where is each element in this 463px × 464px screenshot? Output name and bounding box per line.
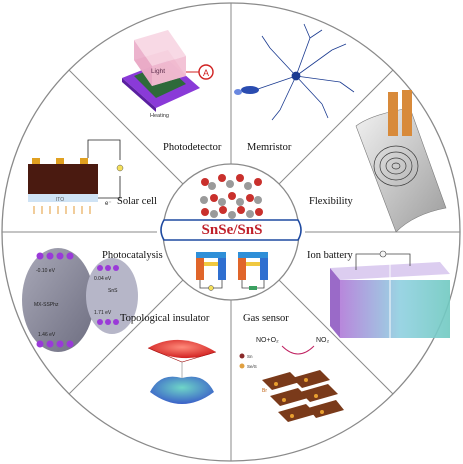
thermoelectric-device-icon: [196, 252, 268, 291]
sector-label-photodetector: Photodetector: [163, 142, 222, 153]
photodetector-image: A Light Heating: [122, 30, 214, 119]
gas-dopant-label: Br: [262, 388, 267, 394]
solar-layer-label: ITO: [56, 197, 64, 203]
sector-label-ion-battery: Ion battery: [307, 250, 353, 261]
sector-dividers: [2, 3, 460, 461]
crystal-structure-icon: [200, 174, 263, 219]
photocat-left-top: -0.10 eV: [36, 268, 56, 274]
gas-legend-sn: Sn: [247, 354, 253, 359]
photocatalysis-image: -0.10 eV MX-SSPhz 1.46 eV 0.04 eV SnS 1.…: [22, 248, 138, 352]
sector-label-memristor: Memristor: [247, 142, 292, 153]
topological-insulator-image: [147, 339, 217, 404]
center-title-bar: [160, 219, 302, 241]
gas-reactant-label: NO+O₂: [256, 337, 279, 344]
photodetector-light-label: Light: [151, 68, 165, 75]
memristor-neuron-image: [234, 23, 355, 121]
sector-label-solar-cell: Solar cell: [117, 196, 157, 207]
photocat-left-mid: MX-SSPhz: [34, 302, 59, 308]
flexibility-image: [355, 90, 447, 233]
photocat-right-mid: SnS: [108, 288, 118, 294]
solar-cell-image: ITO e⁻: [28, 139, 124, 214]
gas-sensor-image: NO+O₂ NO₂ Sn Se/S Br: [239, 337, 344, 422]
photocat-right-top: 0.04 eV: [94, 276, 112, 282]
center-title: SnSe/SnS: [201, 222, 263, 238]
photocat-left-bot: 1.46 eV: [38, 332, 56, 338]
photocat-right-bot: 1.71 eV: [94, 310, 112, 316]
ion-battery-image: [330, 250, 450, 338]
gas-product-label: NO₂: [316, 337, 330, 344]
sector-label-topological-insulator: Topological insulator: [120, 313, 210, 324]
svg-text:A: A: [203, 68, 209, 78]
photodetector-heating-label: Heating: [150, 113, 169, 119]
gas-legend-s: Se/S: [247, 364, 257, 369]
sector-label-gas-sensor: Gas sensor: [243, 313, 289, 324]
sector-label-flexibility: Flexibility: [309, 196, 353, 207]
solar-electron-label: e⁻: [105, 201, 112, 207]
sector-label-photocatalysis: Photocatalysis: [102, 250, 163, 261]
